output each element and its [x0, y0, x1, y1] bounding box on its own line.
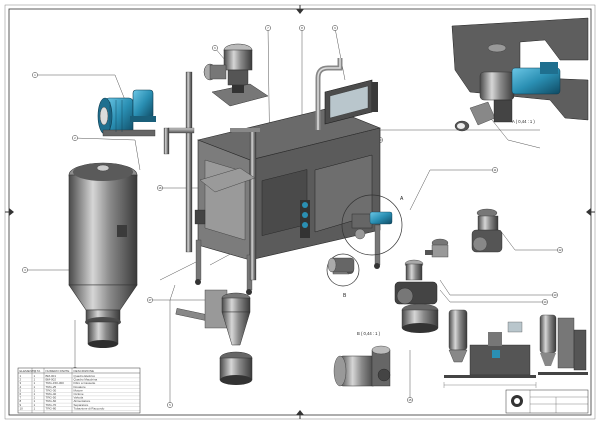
detail-b-label: B ( 0,44 : 1 ) [357, 331, 381, 336]
table-cell: TRG-60 [46, 399, 57, 403]
detail-a-label: A ( 0,44 : 1 ) [512, 119, 535, 124]
table-cell: Filtro a Cassette [74, 381, 96, 385]
callout-marker: 17 [147, 297, 153, 303]
table-cell: 10 [20, 406, 24, 410]
callout-number: 2 [74, 136, 76, 140]
callout-marker: 13 [552, 292, 558, 298]
callout-marker: 16 [157, 185, 163, 191]
callout-marker: 9 [332, 25, 338, 31]
table-cell: 1 [20, 374, 22, 378]
callout-number: 16 [159, 186, 162, 190]
callout-number: 14 [544, 300, 547, 304]
table-cell: Dosatore [74, 385, 87, 389]
table-cell: 1 [34, 403, 36, 407]
table-cell: BM-002 [46, 378, 57, 382]
table-cell: Quadro Macchina [74, 378, 98, 382]
table-cell: Tubazione di Raccordo [74, 406, 105, 410]
table-header-cell: ELEMENTO [20, 369, 37, 373]
table-cell: TRG-40 [46, 392, 57, 396]
table-cell: 1 [34, 381, 36, 385]
detail-a-zone: A [341, 194, 404, 256]
table-cell: Alimentatore [74, 399, 91, 403]
table-cell: TRG-30 [46, 388, 57, 392]
callout-number: 15 [409, 398, 412, 402]
callout-number: 1 [34, 73, 36, 77]
detail-a-mark: A [400, 196, 404, 202]
table-cell: Quadro Elettrico [74, 374, 96, 378]
valve-assemblies [327, 208, 503, 273]
table-cell: 8 [20, 399, 22, 403]
table-cell: 1 [34, 388, 36, 392]
callout-number: 11 [494, 168, 497, 172]
callout-marker: 5 [167, 402, 173, 408]
vacuum-pump-unit [203, 43, 269, 107]
table-cell: Valvola [74, 396, 84, 400]
table-cell: 4 [20, 385, 22, 389]
cyclone-separator [175, 289, 253, 385]
detail-b-view: B ( 0,44 : 1 ) [333, 331, 391, 387]
sheet-border [4, 4, 596, 420]
table-header-cell: DESCRIZIONE [74, 369, 95, 373]
side-view-small [538, 314, 588, 375]
table-cell: BM-001 [46, 374, 57, 378]
feeder-assembly [394, 259, 439, 333]
callout-number: 13 [554, 293, 557, 297]
table-cell: TRG-70 [46, 403, 57, 407]
callout-marker: 15 [407, 397, 413, 403]
table-cell: TRG-50 [46, 396, 57, 400]
table-header-cell: Q.TA [34, 369, 41, 373]
table-header-cell: NUMERO PARTE [46, 369, 70, 373]
callout-number: 3 [24, 268, 26, 272]
blue-motor [97, 89, 156, 137]
table-cell: TRG-80 [46, 406, 57, 410]
table-cell: 6 [20, 392, 22, 396]
callout-marker: 8 [299, 25, 305, 31]
table-cell: TRG-150-300 [46, 381, 65, 385]
table-cell: 5 [20, 388, 22, 392]
table-cell: 3 [20, 381, 22, 385]
table-cell: Ciclone [74, 392, 84, 396]
callout-number: 9 [334, 26, 336, 30]
callout-number: 7 [267, 26, 269, 30]
detail-a-view: A ( 0,44 : 1 ) [451, 17, 589, 132]
callout-number: 8 [301, 26, 303, 30]
callout-marker: 2 [72, 135, 78, 141]
table-cell: 1 [34, 392, 36, 396]
callout-number: 5 [169, 403, 171, 407]
table-cell: 1 [34, 399, 36, 403]
table-cell: 1 [34, 385, 36, 389]
title-block [505, 389, 589, 414]
table-cell: 1 [34, 374, 36, 378]
callout-marker: 6 [212, 45, 218, 51]
table-cell: Motore [74, 388, 84, 392]
front-view-small [443, 309, 537, 388]
filter-silo [68, 162, 138, 348]
callout-marker: 3 [22, 267, 28, 273]
detail-b-mark: B [343, 293, 347, 299]
callout-number: 6 [214, 46, 216, 50]
table-cell: Separatore [74, 403, 89, 407]
callout-number: 17 [149, 298, 152, 302]
main-machine [163, 58, 381, 295]
callout-marker: 14 [542, 299, 548, 305]
callout-marker: 1 [32, 72, 38, 78]
callout-number: 12 [559, 248, 562, 252]
callout-marker: 11 [492, 167, 498, 173]
table-cell: TRG-25 [46, 385, 57, 389]
table-cell: 7 [20, 396, 22, 400]
table-cell: 1 [34, 406, 36, 410]
callout-marker: 12 [557, 247, 563, 253]
table-cell: 1 [34, 396, 36, 400]
table-cell: 2 [20, 378, 22, 382]
table-cell: 9 [20, 403, 22, 407]
callout-marker: 7 [265, 25, 271, 31]
table-cell: 1 [34, 378, 36, 382]
